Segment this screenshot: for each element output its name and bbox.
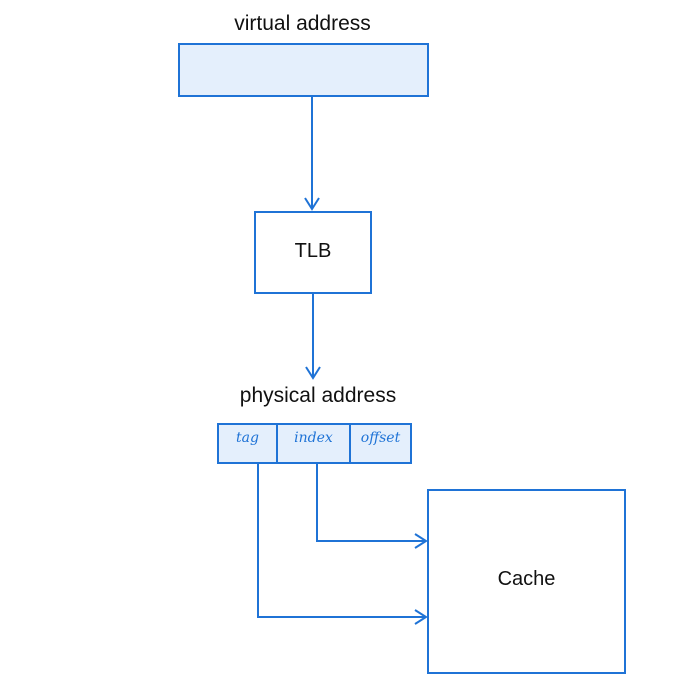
physical-address-box: [217, 423, 412, 464]
virtual-address-label: virtual address: [234, 12, 371, 35]
cache-label: Cache: [497, 568, 556, 590]
tlb-label: TLB: [294, 240, 332, 262]
arrow-index-to-cache: [316, 463, 428, 549]
tlb-box: [254, 211, 372, 294]
arrow-virtual-to-tlb: [304, 96, 320, 211]
field-index-label: index: [294, 430, 333, 446]
physical-address-label: physical address: [239, 384, 397, 407]
virtual-address-box: [178, 43, 429, 97]
field-offset-label: offset: [360, 430, 401, 446]
field-tag-label: tag: [236, 430, 259, 446]
arrow-tlb-to-physical: [305, 293, 321, 380]
arrow-tag-to-cache: [257, 463, 428, 625]
cache-box: [427, 489, 626, 674]
